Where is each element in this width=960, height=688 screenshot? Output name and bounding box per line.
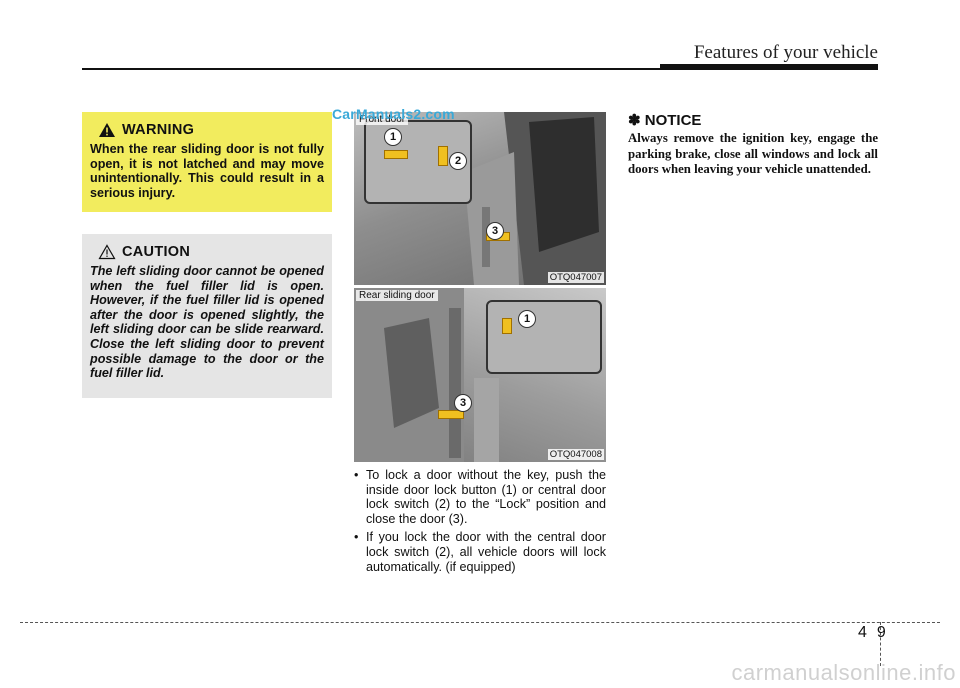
caution-header: CAUTION (98, 244, 324, 260)
rear-door-illustration (354, 288, 499, 462)
bullet-text: If you lock the door with the central do… (366, 530, 606, 574)
notice-star-icon: ✽ (628, 112, 641, 129)
caution-triangle-icon (98, 244, 116, 260)
rear-lock-arrow-icon (502, 318, 512, 334)
rear-door-close-arrow-icon (438, 410, 464, 419)
callout-3: 3 (454, 394, 472, 412)
figure-code: OTQ047007 (547, 272, 604, 283)
page-index: 9 (876, 624, 886, 641)
caution-title: CAUTION (122, 244, 191, 260)
chapter-number: 4 (858, 624, 867, 641)
header-rule-accent (660, 64, 878, 70)
lock-arrow-icon (384, 150, 408, 159)
header-rule (82, 68, 662, 70)
warning-triangle-icon (99, 123, 115, 137)
rear-door-figure: 1 3 Rear sliding door OTQ047008 (354, 288, 606, 462)
bullet-text: To lock a door without the key, push the… (366, 468, 606, 526)
figure-code: OTQ047008 (547, 449, 604, 460)
switch-arrow-icon (438, 146, 448, 166)
bullet-marker: • (354, 530, 359, 545)
footer-rule (20, 622, 940, 623)
figure-label: Rear sliding door (356, 290, 438, 301)
notice-heading: ✽ NOTICE (628, 111, 701, 129)
callout-1: 1 (384, 128, 402, 146)
bullet-marker: • (354, 468, 359, 482)
figure-label: Front door (356, 114, 409, 125)
warning-header: WARNING (98, 122, 324, 138)
page-number: 4 9 (858, 624, 886, 642)
caution-text: The left sliding door cannot be opened w… (90, 264, 324, 381)
notice-title: NOTICE (644, 112, 702, 129)
watermark: CarManuals2.com (332, 106, 455, 122)
front-door-illustration (464, 112, 606, 285)
callout-3: 3 (486, 222, 504, 240)
list-item: • To lock a door without the key, push t… (354, 468, 606, 526)
section-title: Features of your vehicle (693, 42, 878, 63)
warning-title: WARNING (122, 122, 195, 138)
footer-watermark: carmanualsonline.info (731, 660, 956, 685)
footer-divider (880, 622, 881, 666)
front-door-figure: 1 2 3 Front door OTQ047007 (354, 112, 606, 285)
callout-2: 2 (449, 152, 467, 170)
warning-text: When the rear sliding door is not fully … (90, 142, 324, 200)
list-item: • If you lock the door with the central … (354, 530, 606, 574)
caution-box: CAUTION The left sliding door cannot be … (82, 234, 332, 398)
notice-text: Always remove the ignition key, engage t… (628, 131, 878, 176)
callout-1: 1 (518, 310, 536, 328)
warning-box: WARNING When the rear sliding door is no… (82, 112, 332, 212)
rear-door-inset (486, 300, 602, 374)
instruction-list: • To lock a door without the key, push t… (354, 468, 606, 578)
